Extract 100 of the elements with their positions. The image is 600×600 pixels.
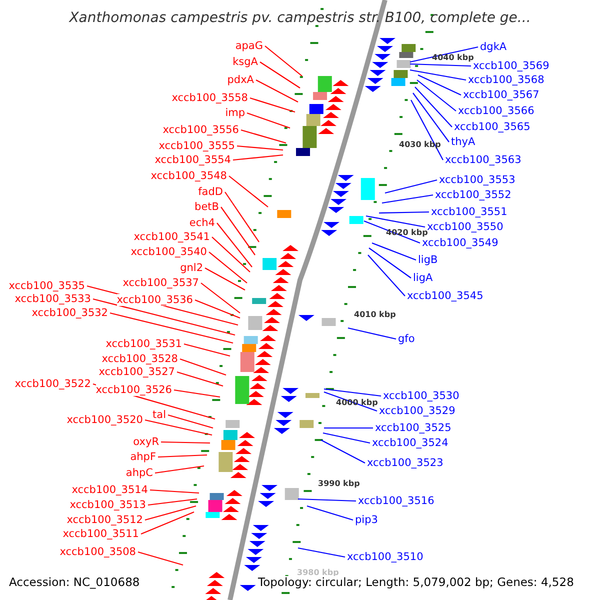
leader-line [208,252,248,284]
leader-line [158,454,208,458]
gene-label: xccb100_3533 [14,293,91,305]
gene-label: xccb100_3508 [60,546,136,558]
gene-label: xccb100_3567 [463,89,540,101]
leader-line [144,419,212,436]
diagram-title: Xanthomonas campestris pv. campestris str. B100, complete ge... [68,12,532,24]
leader-line [384,179,438,194]
gene-label: xccb100_3545 [407,290,484,302]
gene-label: ligA [413,272,433,284]
gene-label: xccb100_3540 [130,246,207,258]
scale-label: 3990 kbp [318,478,360,490]
leader-line [212,236,250,272]
leader-line [224,192,260,242]
gene-label: xccb100_3553 [439,174,516,186]
leader-line [414,86,452,128]
gene-label: xccb100_3523 [367,457,444,469]
gene-label: ligB [418,254,438,266]
leader-line [412,92,450,142]
gene-label: betB [194,201,219,213]
leader-line [180,358,226,376]
leader-line [298,547,346,558]
leader-line [110,312,234,344]
gene-label: xccb100_3535 [8,280,85,292]
leader-line [200,282,240,314]
leader-line [410,46,478,63]
leader-line [324,388,382,397]
scale-label: 4000 kbp [336,397,378,409]
gene-label: ahpC [126,467,153,479]
gene-label: xccb100_3536 [116,294,193,306]
gene-label: xccb100_3563 [445,154,522,166]
leader-line [246,112,290,129]
scale-label: 4010 kbp [354,309,396,321]
leader-line [194,299,240,319]
gene-label: apaG [235,40,263,52]
gene-label: xccb100_3522 [14,378,91,390]
gene-label: xccb100_3516 [358,495,434,507]
gene-label: gfo [398,333,415,345]
leader-line [348,327,396,340]
leader-line [382,194,434,204]
leader-line [168,414,214,429]
gene-label: xccb100_3526 [96,384,172,396]
leader-line [174,389,220,398]
leader-line [176,371,224,387]
gene-label: xccb100_3531 [106,338,182,350]
gene-label: xccb100_3555 [158,140,235,152]
gene-label: ksgA [232,56,258,68]
gene-label: xccb100_3510 [347,551,424,563]
leader-line [366,215,426,228]
leader-line [240,129,286,144]
leader-line [232,154,284,161]
gene-label: xccb100_3556 [162,124,239,136]
gene-label: xccb100_3541 [134,231,210,243]
gene-label: dgkA [480,41,507,53]
gene-label: pdxA [227,74,254,86]
gene-label: xccb100_3537 [122,277,199,289]
gene-label: tal [152,409,166,421]
gene-label: ech4 [189,217,215,229]
gene-label: xccb100_3530 [383,390,460,402]
leader-line [148,498,198,506]
leader-line [306,505,354,521]
leader-line [368,254,406,296]
leader-line [320,440,366,464]
leader-line [260,62,300,88]
leader-line [324,427,373,429]
gene-label: xccb100_3511 [62,528,139,540]
leader-line [236,145,284,151]
gene-label: xccb100_3527 [98,366,175,378]
gene-label: xccb100_3566 [458,105,534,117]
leader-line [322,432,370,444]
gene-label: xccb100_3550 [427,221,504,233]
leader-line [204,268,246,290]
leader-line [418,74,462,96]
gene-label: oxyR [133,436,159,448]
leader-line [378,211,430,214]
gene-label: xccb100_3551 [431,206,508,218]
gene-label: xccb100_3548 [150,170,227,182]
scale-label: 4040 kbp [432,52,474,62]
gene-label: xccb100_3520 [66,414,143,426]
leader-line [410,100,444,160]
gene-label: fadD [198,186,223,198]
gene-label: xccb100_3558 [172,92,248,104]
leader-line [154,465,204,474]
gene-label: xccb100_3565 [454,121,530,133]
leader-line [410,69,466,81]
gene-label: xccb100_3524 [372,437,448,449]
leader-line [416,80,456,112]
gene-label: xccb100_3552 [435,189,512,201]
gene-label: xccb100_3569 [473,60,550,72]
leader-line [410,63,472,67]
gene-label: xccb100_3513 [70,499,146,511]
gene-label: xccb100_3568 [468,74,544,86]
leader-line [140,512,194,534]
leader-line [324,391,378,412]
gene-label: xccb100_3549 [422,237,498,249]
gene-label: thyA [451,136,476,148]
leader-line [228,176,268,208]
footer-text: Topology: circular; Length: 5,079,002 bp; Genes: 4,528 [258,576,574,588]
leader-line [184,343,230,357]
leader-line [138,551,184,566]
